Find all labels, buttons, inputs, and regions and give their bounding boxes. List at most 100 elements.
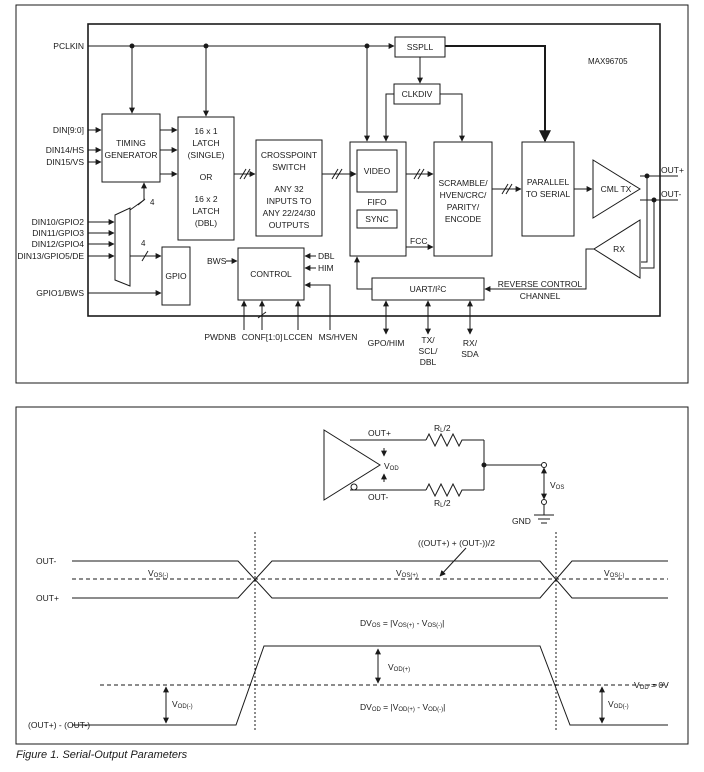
cml-tx-label: CML TX [601,184,632,194]
latch-label-1: 16 x 1 [194,126,217,136]
sync-label: SYNC [365,214,389,224]
wave-vod-minus-left: VOD(-) [172,699,193,710]
circuit-rl-top: RL/2 [434,423,451,434]
wave-vos-minus-left: VOS(-) [148,568,168,579]
latch-label-6: LATCH [192,206,219,216]
scramble-label-4: ENCODE [445,214,482,224]
wave-out-plus: OUT+ [36,593,59,603]
crosspoint-label-5: ANY 22/24/30 [263,208,316,218]
serial-output-labels: OUT+ OUT- VOD RL/2 RL/2 VOS GND OUT- OUT… [28,423,669,730]
crosspoint-label-4: INPUTS TO [266,196,311,206]
serial-output-figure [15,406,689,745]
wave-avg-label: ((OUT+) + (OUT-))/2 [418,538,495,548]
signal-rx: RX/ [463,338,478,348]
wave-vos-minus-right: VOS(-) [604,568,624,579]
block-diagram [15,4,689,384]
resistor-bottom [425,482,484,498]
signal-bws: BWS [207,256,227,266]
clkdiv-label: CLKDIV [402,89,433,99]
figure-caption: Figure 1. Serial-Output Parameters [16,749,188,761]
pin-din15-vs: DIN15/VS [46,157,84,167]
mux-block [114,207,131,287]
pin-din12-gpio4: DIN12/GPIO4 [32,239,85,249]
circuit-out-minus: OUT- [368,492,388,502]
top-panel-border [15,4,689,384]
signal-sda: SDA [461,349,479,359]
wave-dvod-equation: DVOD = |VOD(+) - VOD(-)| [360,702,445,713]
uart-label: UART/I²C [410,284,447,294]
pin-din10-gpio2: DIN10/GPIO2 [32,217,85,227]
scramble-label-2: HVEN/CRC/ [440,190,487,200]
bus-width-from-mux: 4 [141,239,146,248]
signal-out-plus: OUT+ [661,165,684,175]
wave-dvos-equation: DVOS = |VOS(+) - VOS(-)| [360,618,444,629]
signal-dbl-pin: DBL [420,357,437,367]
circuit-out-plus: OUT+ [368,428,391,438]
video-block [356,149,398,193]
crosspoint-block [255,139,323,237]
pin-pclkin: PCLKIN [53,41,84,51]
signal-him: HIM [318,263,334,273]
crosspoint-label-3: ANY 32 [274,184,303,194]
circuit-gnd: GND [512,516,531,526]
scramble-label-3: PARITY/ [447,202,480,212]
wave-out-minus: OUT- [36,556,56,566]
signal-conf: CONF[1:0] [242,332,283,342]
fifo-label: FIFO [367,197,387,207]
bus-width-to-mux: 4 [150,198,155,207]
bottom-waveform [72,612,668,730]
block-diagram-labels: MAX96705 PCLKIN DIN[9:0] DIN14/HS DIN15/… [17,41,684,367]
control-block [237,247,305,301]
circuit-rl-bottom: RL/2 [434,498,451,509]
cml-tx-triangle [592,159,641,219]
video-label: VIDEO [364,166,391,176]
timing-label-2: GENERATOR [104,150,157,160]
crosspoint-label-2: SWITCH [272,162,306,172]
part-number: MAX96705 [588,57,628,66]
latch-label-5: 16 x 2 [194,194,217,204]
latch-label-4: OR [200,172,213,182]
pin-gpio1-bws: GPIO1/BWS [36,288,84,298]
p2s-label-2: TO SERIAL [526,189,571,199]
pin-din11-gpio3: DIN11/GPIO3 [32,228,84,238]
crosspoint-label-6: OUTPUTS [269,220,310,230]
rx-label: RX [613,244,625,254]
pin-din-9-0: DIN[9:0] [53,125,84,135]
signal-ms-hven: MS/HVEN [319,332,358,342]
wave-diff-label: (OUT+) - (OUT-) [28,720,90,730]
timing-label-1: TIMING [116,138,146,148]
chip-outline [87,23,661,317]
scramble-block [433,141,493,257]
reverse-control-1: REVERSE CONTROL [498,279,583,289]
latch-label-2: LATCH [192,138,219,148]
signal-out-minus: OUT- [661,189,681,199]
signal-dbl: DBL [318,251,335,261]
sync-block [356,209,398,229]
rx-triangle [593,219,641,279]
signal-gpo-him: GPO/HIM [368,338,405,348]
timing-generator-block [101,113,161,183]
wave-vos-plus: VOS(+) [396,568,418,579]
scramble-label-1: SCRAMBLE/ [438,178,488,188]
pin-din14-hs: DIN14/HS [46,145,85,155]
wave-vod-plus: VOD(+) [388,662,410,673]
wave-vod-zero: VOD = 0V [634,680,669,691]
latch-label-3: (SINGLE) [188,150,225,160]
gpio-block [161,246,191,306]
pin-din13-gpio5-de: DIN13/GPIO5/DE [17,251,84,261]
signal-lccen: LCCEN [284,332,313,342]
top-waveform [72,532,668,612]
wave-vod-minus-right: VOD(-) [608,699,629,710]
resistor-top [425,432,484,448]
circuit-vod: VOD [384,461,399,472]
gpio-label: GPIO [165,271,187,281]
signal-tx: TX/ [421,335,435,345]
bottom-panel-border [15,406,689,745]
control-label: CONTROL [250,269,292,279]
sspll-label: SSPLL [407,42,434,52]
reverse-control-2: CHANNEL [520,291,561,301]
fcc-label: FCC [410,236,427,246]
latch-block [177,116,235,241]
signal-pwdnb: PWDNB [204,332,236,342]
